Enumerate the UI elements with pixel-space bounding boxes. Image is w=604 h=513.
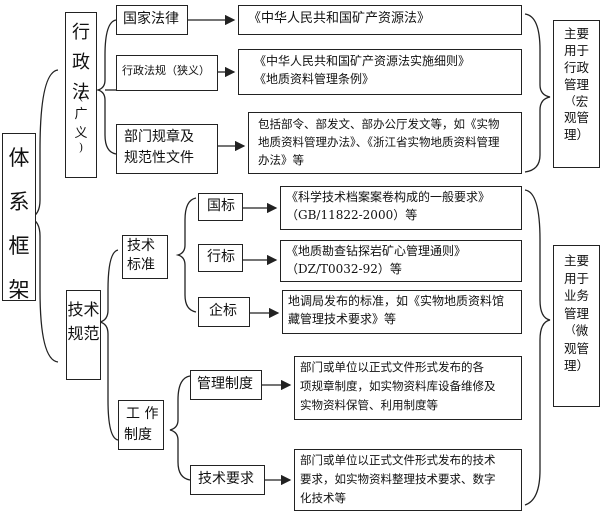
tech-req-desc-1: 部门或单位以正式文件形式发布的技术 [300,453,496,467]
national-standard-label: 国标 [207,198,235,214]
dept-rules-desc-3: 办法》等 [258,153,304,167]
admin-regulation-desc-1: 《中华人民共和国矿产资源法实施细则》 [254,54,471,68]
tech-req-label: 技术要求 [198,471,254,487]
admin-regulation-desc-2: 《地质资料管理条例》 [254,72,375,86]
dept-rules-label-1: 部门规章及 [124,129,194,145]
national-standard-desc-box [280,186,522,230]
industry-standard-desc-2: （DZ/T0032-92）等 [286,262,402,276]
tech-category-label: 技术规范 [67,300,100,343]
admin-regulation-desc-box [238,49,522,95]
tech-standards-node [122,235,168,279]
admin-note-text: 主要用于行政管理（宏观管理） [563,26,590,143]
dept-rules-label-2: 规范性文件 [124,150,194,166]
mgmt-system-label: 管理制度 [197,376,253,392]
dept-rules-node [116,124,218,174]
national-standard-desc-1: 《科学技术档案案卷构成的一般要求》 [286,190,491,204]
tech-category-node [66,290,101,380]
tech-note-box [553,245,600,407]
mgmt-system-desc-2: 项规章制度，如实物资料库设备维修及 [300,379,496,393]
dept-rules-desc-1: 包括部令、部发文、部办公厅发文等，如《实物 [258,117,500,131]
work-system-label-2: 制度 [124,427,152,443]
industry-standard-label: 行标 [207,249,235,265]
root-label: 体系框架 [8,146,30,302]
work-system-label-1: 工 作 [126,406,159,422]
tech-req-desc-2: 要求，如实物资料整理技术要求、数字 [300,472,496,486]
mgmt-system-desc-box [294,356,522,420]
admin-note-box [553,20,600,168]
enterprise-standard-node [198,297,250,327]
industry-standard-desc-1: 《地质勘查钻探岩矿心管理通则》 [286,244,467,258]
enterprise-standard-desc-box [282,290,522,334]
enterprise-standard-label: 企标 [209,303,237,319]
mgmt-system-desc-1: 部门或单位以正式文件形式发布的各 [300,360,484,374]
admin-regulation-node [116,55,218,91]
dept-rules-desc-2: 地质资料管理办法》、《浙江省实物地质资料管理 [258,135,500,149]
tech-req-desc-box [294,449,522,511]
national-standard-node [198,193,243,221]
enterprise-standard-desc-1: 地调局发布的标准，如《实物地质资料馆 [288,294,505,308]
national-law-desc: 《中华人民共和国矿产资源法》 [248,11,431,26]
industry-standard-node [198,244,243,272]
root-node [2,133,36,301]
dept-rules-desc-box [248,112,522,174]
national-law-label: 国家法律 [123,11,179,27]
enterprise-standard-desc-2: 藏管理技术要求》等 [288,312,397,326]
tech-standards-label-1: 技术 [127,238,155,254]
tech-standards-label-2: 标准 [127,257,155,273]
work-system-node [118,400,164,450]
mgmt-system-desc-3: 实物资料保管、利用制度等 [300,398,438,412]
admin-category-sub: (广义) [74,90,88,154]
national-law-node [116,5,188,35]
industry-standard-desc-box [280,240,522,282]
admin-category-node [65,12,97,178]
admin-category-label: 行政法 [72,22,90,103]
national-law-desc-box [238,5,522,35]
tech-req-node [190,465,265,495]
tech-note-text: 主要用于业务管理（微观管理） [563,253,590,373]
admin-regulation-label: 行政法规（狭义） [122,64,210,77]
national-standard-desc-2: （GB/11822-2000）等 [286,208,418,222]
tech-req-desc-3: 化技术等 [300,491,346,505]
mgmt-system-node [190,370,262,400]
